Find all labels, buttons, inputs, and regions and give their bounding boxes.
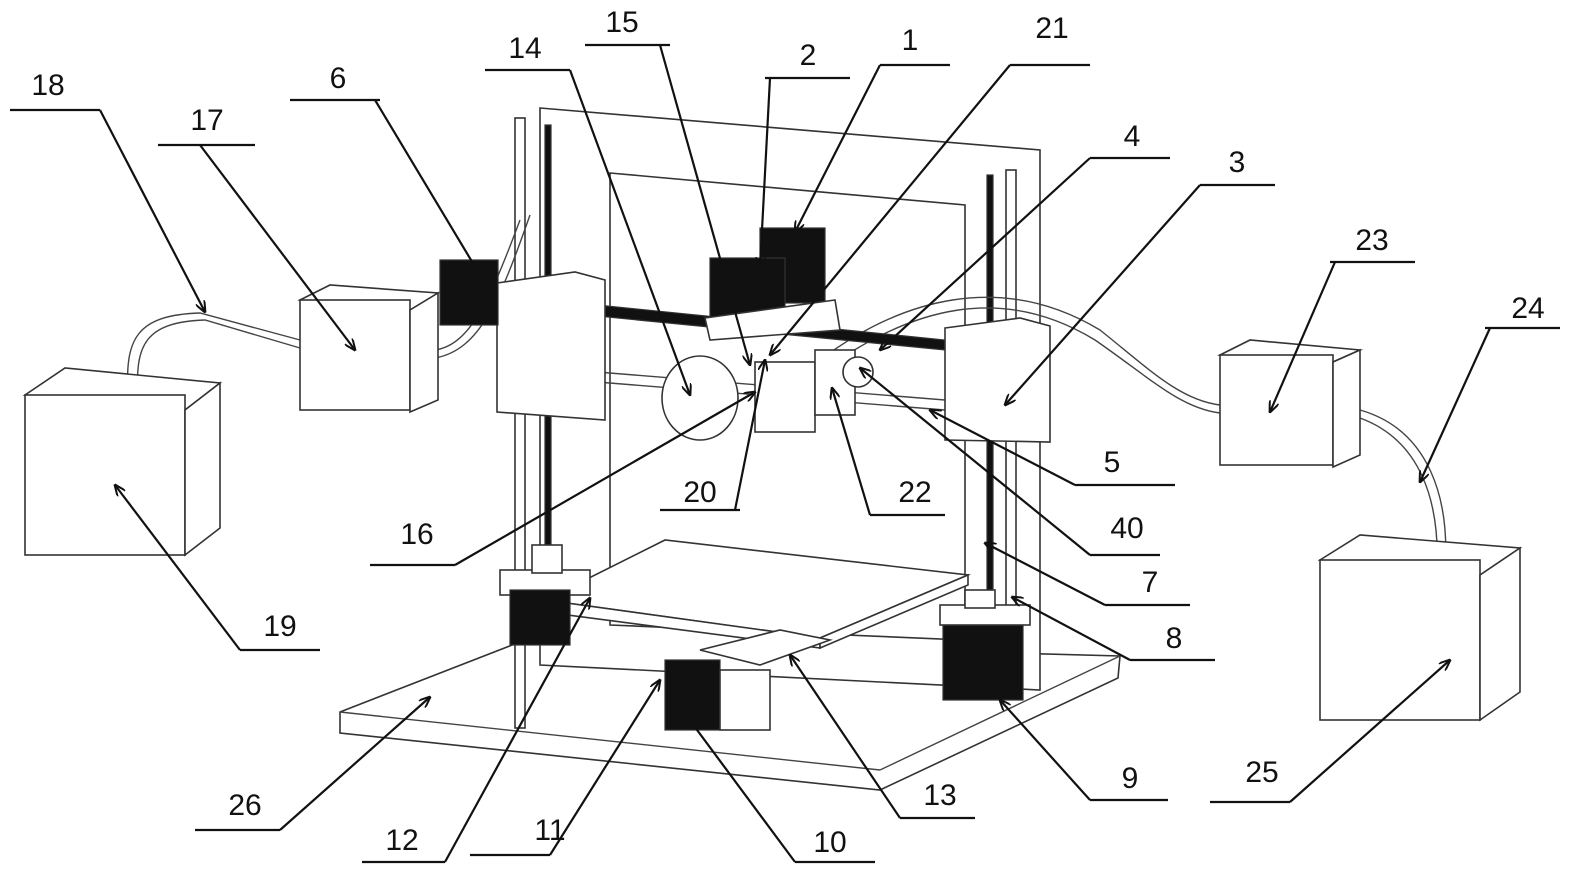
callout-25: 25	[1210, 660, 1450, 804]
callout-2: 2	[760, 39, 850, 268]
reference-numeral: 22	[898, 476, 931, 509]
callout-3: 3	[1005, 146, 1275, 405]
callout-26: 26	[195, 697, 430, 832]
reference-numeral: 1	[902, 24, 919, 57]
reference-numeral: 4	[1124, 120, 1141, 153]
callout-13: 13	[790, 655, 975, 820]
leader-arrow	[1000, 700, 1091, 801]
reference-numeral: 7	[1142, 566, 1159, 599]
reference-numeral: 40	[1110, 512, 1143, 545]
reference-numeral: 21	[1035, 12, 1068, 45]
left-guide-rod	[514, 117, 526, 729]
leader-arrow	[444, 598, 590, 863]
callout-6: 6	[290, 62, 495, 300]
left-carriage	[496, 271, 606, 421]
reference-numeral: 14	[508, 32, 541, 65]
reference-numeral: 5	[1104, 446, 1121, 479]
reference-numeral: 19	[263, 610, 296, 643]
callout-17: 17	[158, 104, 355, 350]
leader-arrow	[279, 697, 430, 831]
leader-arrow	[880, 157, 1091, 350]
callout-14: 14	[485, 32, 690, 395]
pump-box-17	[297, 284, 441, 414]
callout-4: 4	[880, 120, 1170, 350]
reference-numeral: 23	[1355, 224, 1388, 257]
callout-18: 18	[10, 69, 205, 312]
tank-25	[1317, 534, 1523, 722]
reference-numeral: 9	[1122, 762, 1139, 795]
leader-arrow	[1420, 327, 1492, 482]
reference-numeral: 26	[228, 789, 261, 822]
reference-numeral: 17	[190, 104, 223, 137]
callout-22: 22	[832, 388, 945, 517]
leader-arrow	[549, 680, 660, 856]
callout-10: 10	[680, 707, 875, 864]
leader-arrow	[1005, 184, 1201, 405]
reference-numeral: 15	[605, 6, 638, 39]
reference-numeral: 24	[1511, 292, 1544, 325]
motor-left-z	[509, 589, 571, 646]
reference-numeral: 2	[800, 39, 817, 72]
callout-5: 5	[930, 410, 1175, 487]
leader-arrow	[1270, 261, 1337, 412]
leader-arrow	[930, 410, 1076, 486]
callout-24: 24	[1420, 292, 1560, 482]
reference-numeral: 20	[683, 476, 716, 509]
callout-8: 8	[1012, 597, 1215, 662]
machine-drawing	[22, 107, 1523, 791]
reference-numeral: 13	[923, 779, 956, 812]
leader-arrow	[860, 368, 1091, 556]
leader-arrow	[568, 69, 690, 395]
motor-9	[942, 619, 1024, 701]
pump-box-23	[1216, 339, 1364, 469]
callout-23: 23	[1270, 224, 1415, 412]
leader-arrow	[1289, 660, 1450, 803]
leader-arrow	[770, 64, 1011, 355]
leader-arrow	[733, 360, 765, 511]
leader-arrow	[199, 144, 355, 350]
callout-21: 21	[770, 12, 1090, 355]
reference-numeral: 11	[534, 814, 565, 847]
reference-numeral: 16	[400, 518, 433, 551]
callout-40: 40	[860, 368, 1160, 557]
leader-arrow	[115, 485, 241, 651]
leader-arrow	[99, 109, 205, 312]
callout-7: 7	[985, 543, 1190, 607]
callout-1: 1	[795, 24, 950, 232]
tank-19	[22, 367, 223, 557]
reference-numeral: 25	[1245, 756, 1278, 789]
cylinder-14	[661, 355, 739, 441]
leader-arrow	[658, 44, 750, 365]
callout-9: 9	[1000, 700, 1168, 802]
callout-20: 20	[660, 360, 765, 512]
leader-arrow	[760, 77, 772, 268]
reference-numeral: 6	[330, 62, 347, 95]
motor-10	[664, 659, 721, 731]
leader-arrow	[790, 655, 901, 819]
callout-19: 19	[115, 485, 320, 652]
callout-15: 15	[585, 6, 750, 365]
leader-arrow	[832, 388, 872, 516]
leader-arrow	[795, 64, 881, 232]
callout-12: 12	[362, 598, 590, 864]
leader-arrow	[985, 543, 1106, 606]
leader-arrow	[374, 99, 495, 300]
leader-arrow	[680, 707, 796, 863]
reference-numeral: 18	[31, 69, 64, 102]
reference-labels: 1234567891011121314151617181920212223242…	[10, 6, 1560, 864]
reference-numeral: 8	[1166, 622, 1183, 655]
callout-16: 16	[370, 392, 755, 567]
callout-11: 11	[470, 680, 660, 857]
right-carriage	[944, 317, 1051, 443]
reference-numeral: 12	[385, 824, 418, 857]
leader-arrow	[1012, 597, 1131, 661]
leader-arrow	[454, 392, 755, 566]
reference-numeral: 3	[1229, 146, 1246, 179]
reference-numeral: 10	[813, 826, 846, 859]
